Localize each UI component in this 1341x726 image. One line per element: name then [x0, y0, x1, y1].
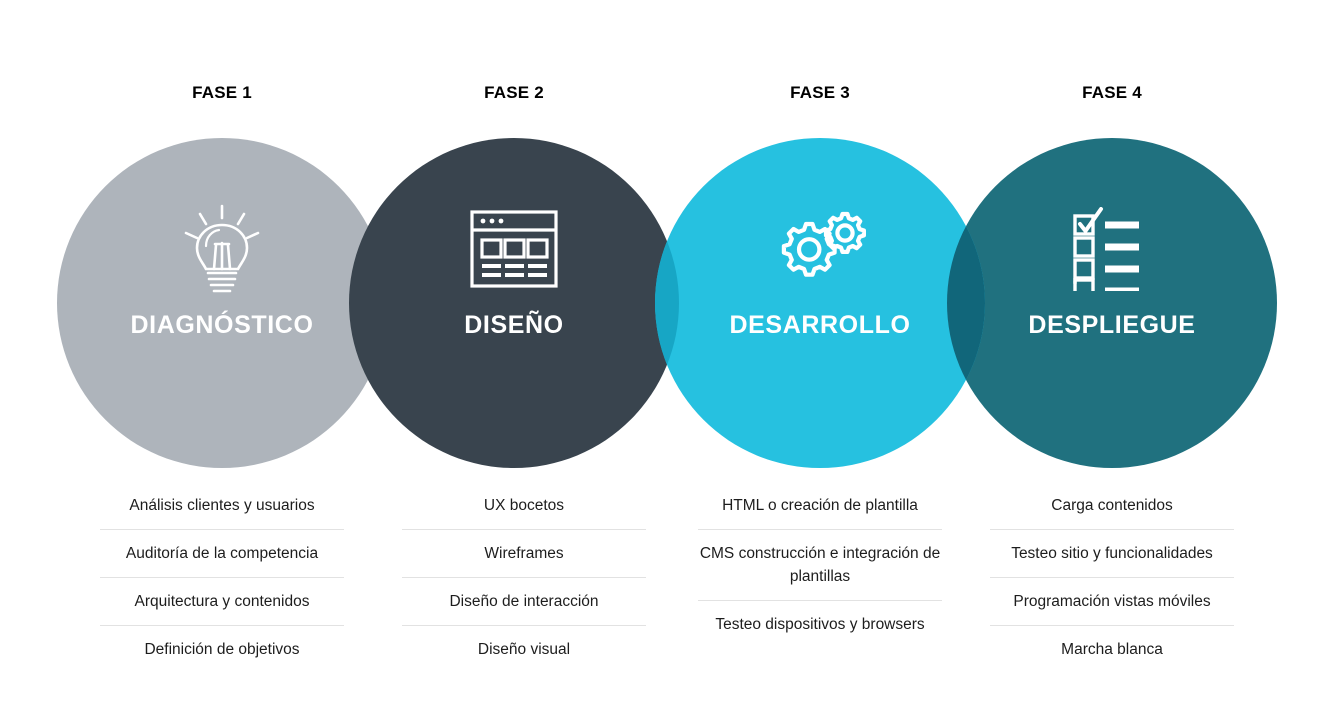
phase-circle-diagnostico[interactable]: DIAGNÓSTICO: [57, 138, 387, 468]
phase-circle-label-3: DESARROLLO: [729, 311, 911, 339]
gears-icon: [767, 204, 873, 294]
list-item: HTML o creación de plantilla: [698, 482, 942, 530]
phase-circle-label-4: DESPLIEGUE: [1028, 311, 1196, 339]
list-item: Definición de objetivos: [144, 641, 300, 658]
list-item: Arquitectura y contenidos: [100, 578, 344, 626]
list-item: Diseño visual: [477, 641, 571, 658]
list-item: CMS construcción e integración de planti…: [698, 530, 942, 601]
list-item: Programación vistas móviles: [990, 578, 1234, 626]
list-item: Carga contenidos: [990, 482, 1234, 530]
phase-circle-label-2: DISEÑO: [464, 311, 564, 339]
deliverables-column-4: Carga contenidos Testeo sitio y funciona…: [990, 482, 1234, 673]
list-item: Wireframes: [402, 530, 646, 578]
checklist-icon: [1070, 204, 1154, 294]
phase-circles-group: DIAGNÓSTICO: [0, 138, 1341, 470]
list-item: Marcha blanca: [1061, 641, 1163, 658]
list-item: Testeo dispositivos y browsers: [715, 616, 925, 633]
phase-header-2: FASE 2: [484, 83, 544, 102]
lightbulb-icon: [180, 204, 264, 294]
list-item: Auditoría de la competencia: [100, 530, 344, 578]
wireframe-layout-icon: [468, 204, 560, 294]
deliverables-column-1: Análisis clientes y usuarios Auditoría d…: [100, 482, 344, 673]
list-item: Análisis clientes y usuarios: [100, 482, 344, 530]
deliverables-column-3: HTML o creación de plantilla CMS constru…: [698, 482, 942, 648]
list-item: Testeo sitio y funcionalidades: [990, 530, 1234, 578]
phase-circle-despliegue[interactable]: DESPLIEGUE: [947, 138, 1277, 468]
list-item: UX bocetos: [402, 482, 646, 530]
phase-deliverables-group: Análisis clientes y usuarios Auditoría d…: [0, 482, 1341, 682]
phase-circle-desarrollo[interactable]: DESARROLLO: [655, 138, 985, 468]
phase-header-1: FASE 1: [192, 83, 252, 102]
phase-circle-label-1: DIAGNÓSTICO: [130, 311, 314, 339]
phase-header-4: FASE 4: [1082, 83, 1142, 102]
list-item: Diseño de interacción: [402, 578, 646, 626]
phase-header-3: FASE 3: [790, 83, 850, 102]
deliverables-column-2: UX bocetos Wireframes Diseño de interacc…: [402, 482, 646, 673]
phase-circle-diseno[interactable]: DISEÑO: [349, 138, 679, 468]
